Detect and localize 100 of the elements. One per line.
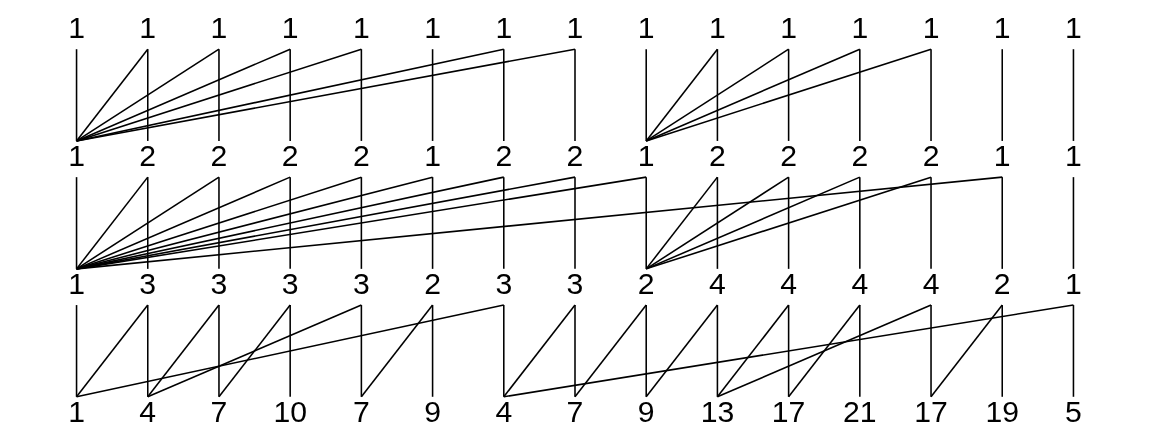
connector [574,304,647,398]
connector [1001,48,1004,142]
connector [360,304,434,398]
connector [574,176,576,270]
connector [574,48,576,142]
connector [1072,304,1075,398]
connector [930,48,932,142]
connector [146,304,149,398]
node-text: 1 [780,11,798,45]
node-text: 21 [843,395,877,429]
connector [787,48,790,142]
node-text: 1 [352,11,370,45]
connector [716,48,719,142]
node-text: 3 [495,267,513,301]
connector [146,304,220,398]
connector [75,304,78,398]
connector [645,304,719,398]
node-text: 1 [566,11,584,45]
node-text: 7 [352,395,370,429]
connector [75,48,291,142]
node-text: 1 [139,11,157,45]
node-text: 1 [281,11,299,45]
connector [218,304,291,398]
connector [930,304,1004,398]
connector [75,304,149,398]
node-text: 2 [922,139,940,173]
connector [75,176,1004,270]
connector [645,48,719,142]
connector [75,176,291,270]
connector [218,176,220,270]
connector [431,304,434,398]
node-text: 3 [210,267,228,301]
node-text: 1 [1065,139,1082,173]
node-text: 3 [139,267,157,301]
node-text: 1 [993,11,1011,45]
connector [360,48,363,142]
node-text: 2 [993,267,1011,301]
connector [431,48,434,142]
connector [75,176,78,270]
connector [289,48,291,142]
connector [645,176,932,270]
connector [503,176,505,270]
node-text: 9 [637,395,655,429]
connector [716,304,932,398]
connector [75,176,149,270]
node-text: 2 [424,267,441,301]
connector [930,176,932,270]
connector [787,176,790,270]
connector [645,48,647,142]
node-text: 1 [993,139,1011,173]
node-text: 1 [922,11,940,45]
node-text: 1 [1065,11,1082,45]
node-text: 7 [566,395,584,429]
node-text: 4 [495,395,513,429]
node-text: 4 [922,267,940,301]
connector [716,176,719,270]
node-text: 2 [566,139,584,173]
connector [218,48,220,142]
connector [1001,304,1004,398]
connector [75,48,149,142]
connector [1072,176,1075,270]
connector [289,176,291,270]
node-text: 2 [210,139,228,173]
connector [146,304,363,398]
node-text: 1 [851,11,869,45]
connector [859,304,861,398]
connector [360,176,363,270]
node-text: 3 [281,267,299,301]
connector [645,48,790,142]
node-text: 1 [68,11,85,45]
connector [146,48,149,142]
node-text: 1 [709,11,726,45]
connector [75,48,363,142]
node-text: 1 [637,139,655,173]
node-text: 2 [637,267,655,301]
connector [716,304,719,398]
node-text: 1 [495,11,513,45]
node-text: 1 [68,267,85,301]
connector [645,176,790,270]
node-text: 2 [851,139,869,173]
node-text: 2 [709,139,726,173]
connector [503,304,1075,398]
connector [431,176,434,270]
connector [645,48,932,142]
node-text: 17 [914,395,948,429]
connector [503,48,505,142]
node-text: 19 [985,395,1020,429]
connector [859,176,861,270]
connector [574,304,576,398]
connector [75,48,220,142]
node-text: 2 [495,139,513,173]
connector [75,176,363,270]
node-text: 1 [68,395,85,429]
connector [1001,176,1004,270]
node-text: 1 [424,139,441,173]
node-text: 1 [210,11,228,45]
connector [75,304,505,398]
connector [859,48,861,142]
node-text: 17 [771,395,806,429]
node-text: 1 [68,139,85,173]
